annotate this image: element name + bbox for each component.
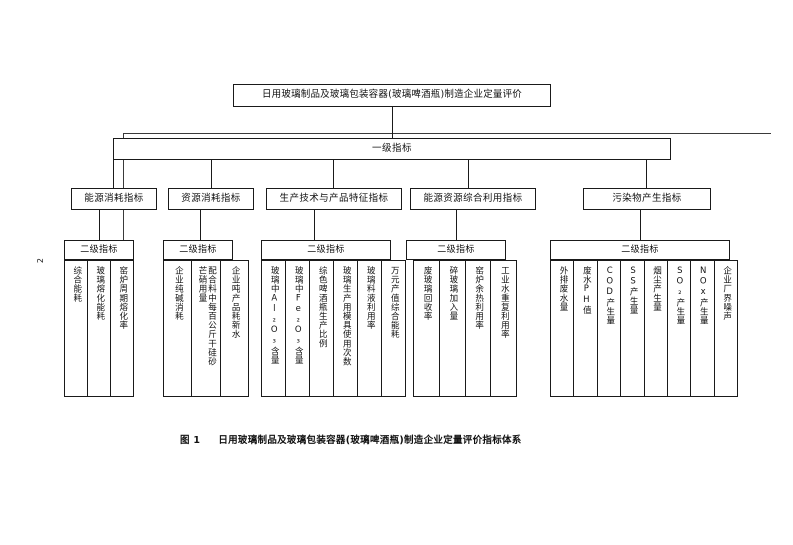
page-frame-top-rule <box>123 133 771 134</box>
leaf-cell: 废玻璃回收率 <box>414 261 440 396</box>
leaf-label: 外排废水量 <box>557 266 568 312</box>
connector-category-1-to-level2 <box>99 210 100 240</box>
category-label-4: 能源资源综合利用指标 <box>423 192 523 204</box>
leaf-label: 企业纯碱消耗 <box>173 266 184 321</box>
connector-category-5-to-level2 <box>640 210 641 240</box>
leaf-cell: 玻璃熔化能耗 <box>88 261 111 396</box>
leaf-cell: 企业纯碱消耗 <box>164 261 193 396</box>
leaf-label: 烟尘产生量 <box>651 266 662 312</box>
category-node-energy-consumption: 能源消耗指标 <box>71 188 157 210</box>
leaf-cell: 窑炉周期熔化率 <box>111 261 133 396</box>
leaf-label: 窑炉余热利用率 <box>473 266 484 330</box>
category-node-pollutant-generation: 污染物产生指标 <box>583 188 711 210</box>
connector-category-2-to-level2 <box>200 210 201 240</box>
connector-level1-stub-4 <box>468 160 469 188</box>
leaf-label: 废水PH值 <box>581 266 592 315</box>
leaf-cell: 企业厂界噪声 <box>715 261 737 396</box>
leaf-label: SO₂产生量 <box>674 266 685 326</box>
leaf-cell: 玻璃中Al₂O₃含量 <box>262 261 286 396</box>
leaf-cell: 窑炉余热利用率 <box>466 261 492 396</box>
leaf-label: COD产生量 <box>604 266 615 326</box>
leaf-cell: 碎玻璃加入量 <box>440 261 466 396</box>
leaf-cell: SS产生量 <box>621 261 645 396</box>
leaf-label: 玻璃熔化能耗 <box>94 266 105 321</box>
level1-bar-label: 一级指标 <box>371 142 412 154</box>
figure-caption: 图 1 日用玻璃制品及玻璃包装容器(玻璃啤酒瓶)制造企业定量评价指标体系 <box>180 432 650 446</box>
connector-level1-stub-1 <box>113 160 114 188</box>
connector-level1-stub-5 <box>646 160 647 188</box>
leaf-cell: NOx产生量 <box>691 261 715 396</box>
category-node-resource-consumption: 资源消耗指标 <box>168 188 254 210</box>
leaf-label: 玻璃中Fe₂O₃含量 <box>293 266 304 365</box>
category-label-3: 生产技术与产品特征指标 <box>279 192 389 204</box>
level2-header-4: 二级指标 <box>406 240 506 260</box>
leaf-cell: 企业吨产品耗新水 <box>221 261 248 396</box>
leaf-label: NOx产生量 <box>698 266 709 326</box>
leaf-group-production-technology: 玻璃中Al₂O₃含量 玻璃中Fe₂O₃含量 综色啤酒瓶生产比例 玻璃生产用模具使… <box>261 260 406 397</box>
leaf-cell: SO₂产生量 <box>668 261 692 396</box>
leaf-cell: 玻璃料液利用率 <box>358 261 382 396</box>
leaf-label: 企业厂界噪声 <box>721 266 732 321</box>
category-label-5: 污染物产生指标 <box>612 192 682 204</box>
leaf-cell: 废水PH值 <box>574 261 598 396</box>
leaf-group-energy-consumption: 综合能耗 玻璃熔化能耗 窑炉周期熔化率 <box>64 260 134 397</box>
leaf-cell: 外排废水量 <box>551 261 575 396</box>
level2-header-label-4: 二级指标 <box>437 244 475 255</box>
level1-bar: 一级指标 <box>113 138 671 160</box>
leaf-group-comprehensive-utilization: 废玻璃回收率 碎玻璃加入量 窑炉余热利用率 工业水重复利用率 <box>413 260 517 397</box>
leaf-label: 综色啤酒瓶生产比例 <box>317 266 328 348</box>
level2-header-3: 二级指标 <box>261 240 391 260</box>
figure-caption-text: 日用玻璃制品及玻璃包装容器(玻璃啤酒瓶)制造企业定量评价指标体系 <box>218 435 522 446</box>
leaf-group-resource-consumption: 企业纯碱消耗 配合料中每百公斤干硅砂芒硝用量 企业吨产品耗新水 <box>163 260 249 397</box>
figure-number: 图 1 <box>180 435 201 446</box>
level2-header-label-1: 二级指标 <box>80 244 118 255</box>
leaf-label: 工业水重复利用率 <box>499 266 510 339</box>
leaf-label: SS产生量 <box>628 266 639 315</box>
level2-header-label-5: 二级指标 <box>621 244 659 255</box>
leaf-cell: 烟尘产生量 <box>645 261 668 396</box>
leaf-label: 配合料中每百公斤干硅砂芒硝用量 <box>196 266 217 367</box>
category-node-comprehensive-utilization: 能源资源综合利用指标 <box>410 188 536 210</box>
connector-level1-stub-3 <box>333 160 334 188</box>
leaf-cell: 综色啤酒瓶生产比例 <box>310 261 334 396</box>
leaf-cell: 综合能耗 <box>65 261 88 396</box>
leaf-label: 综合能耗 <box>71 266 82 303</box>
page-number: 2 <box>36 258 45 264</box>
leaf-cell: 万元产值综合能耗 <box>382 261 405 396</box>
root-node-label: 日用玻璃制品及玻璃包装容器(玻璃啤酒瓶)制造企业定量评价 <box>261 89 522 101</box>
connector-category-3-to-level2 <box>314 210 315 240</box>
level2-header-2: 二级指标 <box>163 240 233 260</box>
level2-header-label-2: 二级指标 <box>179 244 217 255</box>
category-label-1: 能源消耗指标 <box>84 192 144 204</box>
leaf-cell: 玻璃生产用模具使用次数 <box>334 261 358 396</box>
leaf-cell: 配合料中每百公斤干硅砂芒硝用量 <box>192 261 221 396</box>
connector-root-to-level1 <box>392 107 393 138</box>
root-node: 日用玻璃制品及玻璃包装容器(玻璃啤酒瓶)制造企业定量评价 <box>233 84 551 107</box>
leaf-label: 玻璃中Al₂O₃含量 <box>269 266 280 365</box>
leaf-label: 玻璃生产用模具使用次数 <box>341 266 352 367</box>
category-label-2: 资源消耗指标 <box>181 192 241 204</box>
leaf-cell: 工业水重复利用率 <box>491 261 516 396</box>
leaf-label: 企业吨产品耗新水 <box>230 266 241 339</box>
connector-level1-stub-2 <box>211 160 212 188</box>
leaf-label: 玻璃料液利用率 <box>365 266 376 330</box>
leaf-cell: 玻璃中Fe₂O₃含量 <box>286 261 310 396</box>
leaf-cell: COD产生量 <box>598 261 622 396</box>
level2-header-5: 二级指标 <box>550 240 730 260</box>
connector-category-4-to-level2 <box>456 210 457 240</box>
leaf-label: 万元产值综合能耗 <box>389 266 400 339</box>
level2-header-1: 二级指标 <box>64 240 134 260</box>
leaf-label: 窑炉周期熔化率 <box>117 266 128 330</box>
leaf-group-pollutant-generation: 外排废水量 废水PH值 COD产生量 SS产生量 烟尘产生量 SO₂产生量 NO… <box>550 260 738 397</box>
leaf-label: 碎玻璃加入量 <box>447 266 458 321</box>
leaf-label: 废玻璃回收率 <box>422 266 433 321</box>
category-node-production-technology: 生产技术与产品特征指标 <box>266 188 402 210</box>
level2-header-label-3: 二级指标 <box>307 244 345 255</box>
